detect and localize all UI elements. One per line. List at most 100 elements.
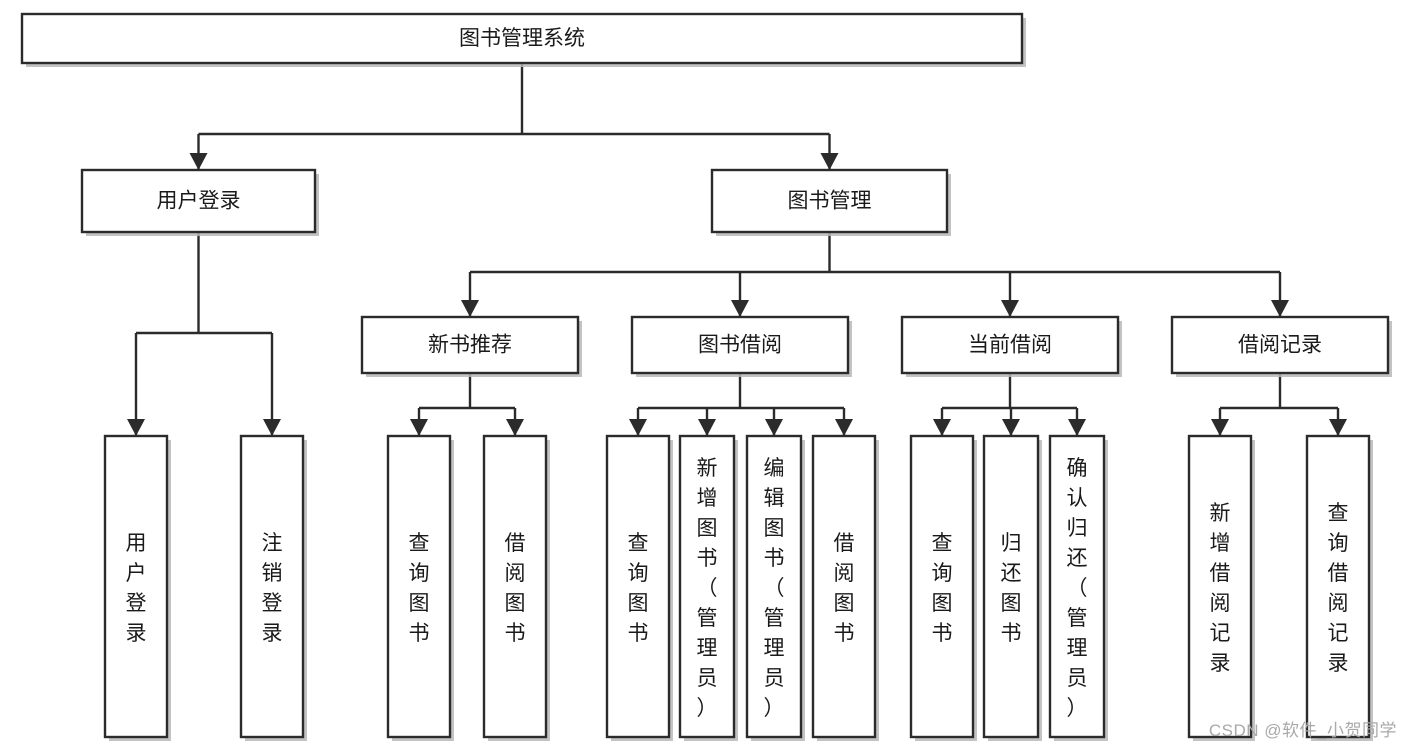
node-label-char: 询 — [409, 562, 430, 585]
node-label-char: 查 — [409, 532, 430, 555]
node-root[interactable]: 图书管理系统 — [20, 12, 1026, 67]
node-box[interactable] — [20, 12, 1024, 65]
node-label-char: ） — [1067, 697, 1088, 720]
node-label: 图书借阅 — [698, 334, 782, 357]
node-label-char: 阅 — [834, 562, 855, 585]
node-label-char: 确 — [1067, 457, 1088, 480]
node-l_user_login[interactable]: 用户登录 — [103, 434, 171, 741]
node-label-char: 借 — [505, 532, 526, 555]
node-box[interactable] — [1048, 434, 1106, 739]
node-label: 新书推荐 — [428, 334, 512, 357]
edge-arrow-head — [1329, 419, 1347, 436]
edge-arrow-head — [820, 153, 839, 170]
node-label-char: 询 — [1328, 532, 1349, 555]
node-label-char: 书 — [764, 547, 785, 570]
node-label-char: ） — [764, 697, 785, 720]
node-label-char: 查 — [1328, 502, 1349, 525]
node-label-char: 记 — [1328, 622, 1349, 645]
node-label-char: 借 — [834, 532, 855, 555]
edge-arrow-head — [731, 300, 749, 317]
edge-arrow-head — [1002, 419, 1020, 436]
edge-arrow-head — [933, 419, 951, 436]
node-label-char: 书 — [505, 622, 526, 645]
node-n_book_mgmt[interactable]: 图书管理 — [710, 168, 951, 236]
node-box[interactable] — [1305, 434, 1371, 739]
edge-arrow-head — [410, 419, 428, 436]
node-label-char: 员 — [764, 667, 785, 690]
node-label-char: （ — [1067, 577, 1088, 600]
node-box[interactable] — [1187, 434, 1253, 739]
node-box[interactable] — [360, 315, 580, 375]
node-label-char: 增 — [1210, 532, 1231, 555]
node-label-char: 员 — [1067, 667, 1088, 690]
edge-group-n_current — [933, 373, 1086, 436]
edge-arrow-head — [506, 419, 524, 436]
node-label-char: 用 — [126, 532, 147, 555]
node-label-char: （ — [697, 577, 718, 600]
node-n_records[interactable]: 借阅记录 — [1170, 315, 1392, 377]
node-box[interactable] — [1170, 315, 1390, 375]
node-n_user_login[interactable]: 用户登录 — [80, 168, 319, 236]
edge-arrow-head — [765, 419, 783, 436]
node-box[interactable] — [745, 434, 803, 739]
node-label-char: 阅 — [1328, 592, 1349, 615]
node-label-char: 编 — [764, 457, 785, 480]
node-label-char: ） — [697, 697, 718, 720]
edge-group-n_book_mgmt — [461, 232, 1289, 317]
node-label-char: 认 — [1067, 487, 1088, 510]
node-label-char: 图 — [1001, 592, 1022, 615]
edge-arrow-head — [835, 419, 853, 436]
node-box[interactable] — [103, 434, 169, 739]
node-label-char: 借 — [1328, 562, 1349, 585]
node-n_current[interactable]: 当前借阅 — [900, 315, 1122, 377]
node-label-char: 辑 — [764, 487, 785, 510]
node-label-char: 书 — [697, 547, 718, 570]
node-box[interactable] — [982, 434, 1040, 739]
node-label-char: 询 — [932, 562, 953, 585]
node-box[interactable] — [630, 315, 850, 375]
node-label-char: 记 — [1210, 622, 1231, 645]
node-box[interactable] — [900, 315, 1120, 375]
node-label-char: 录 — [1210, 652, 1231, 675]
node-box[interactable] — [678, 434, 736, 739]
node-label-char: 新 — [697, 457, 718, 480]
node-box[interactable] — [605, 434, 671, 739]
node-box[interactable] — [386, 434, 452, 739]
node-box[interactable] — [710, 168, 949, 234]
edge-group-root — [189, 63, 839, 170]
edge-arrow-head — [629, 419, 647, 436]
node-box[interactable] — [239, 434, 305, 739]
edge-arrow-head — [127, 419, 145, 436]
node-n_new_book[interactable]: 新书推荐 — [360, 315, 582, 377]
node-label-char: 图 — [697, 517, 718, 540]
node-box[interactable] — [80, 168, 317, 234]
node-label-char: 归 — [1067, 517, 1088, 540]
node-label-char: 员 — [697, 667, 718, 690]
node-label-char: 管 — [1067, 607, 1088, 630]
node-label-char: 理 — [697, 637, 718, 660]
node-label-char: 归 — [1001, 532, 1022, 555]
nodes-layer: 图书管理系统用户登录图书管理新书推荐图书借阅当前借阅借阅记录用户登录注销登录查询… — [20, 12, 1392, 741]
node-label: 当前借阅 — [968, 334, 1052, 357]
node-label-char: 书 — [409, 622, 430, 645]
node-label-char: 录 — [262, 622, 283, 645]
node-box[interactable] — [909, 434, 975, 739]
node-label-char: 询 — [628, 562, 649, 585]
node-n_borrow[interactable]: 图书借阅 — [630, 315, 852, 377]
node-box[interactable] — [482, 434, 548, 739]
node-label-char: 理 — [764, 637, 785, 660]
node-box[interactable] — [811, 434, 877, 739]
